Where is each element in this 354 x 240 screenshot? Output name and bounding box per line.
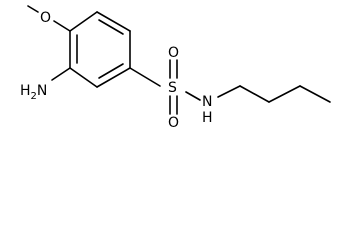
methyl-bond [27, 5, 39, 13]
amine-bond [51, 67, 71, 81]
butyl-chain [217, 85, 331, 103]
chemical-structure: O H2N S O O N H [20, 5, 331, 131]
benzene-ring [69, 11, 131, 88]
amine-label: H2N [20, 83, 47, 102]
sulfonamide-nitrogen-label: N [202, 94, 212, 110]
sulfonyl-top-double-bond [169, 59, 178, 79]
sulfonyl-bottom-double-bond [169, 95, 178, 115]
methoxy-ring-bond [53, 20, 71, 32]
sulfur-label: S [168, 80, 177, 96]
sulfonamide-hydrogen-label: H [202, 110, 213, 126]
amine-h: H [20, 83, 31, 99]
amine-subscript: 2 [31, 91, 37, 102]
sulfonyl-oxygen-bottom-label: O [168, 115, 179, 131]
sulfonyl-oxygen-top-label: O [168, 45, 179, 61]
sulfur-nitrogen-bond [185, 91, 201, 101]
amine-n: N [37, 83, 47, 99]
ring-sulfur-bond [129, 67, 161, 87]
methoxy-oxygen-label: O [40, 10, 51, 26]
